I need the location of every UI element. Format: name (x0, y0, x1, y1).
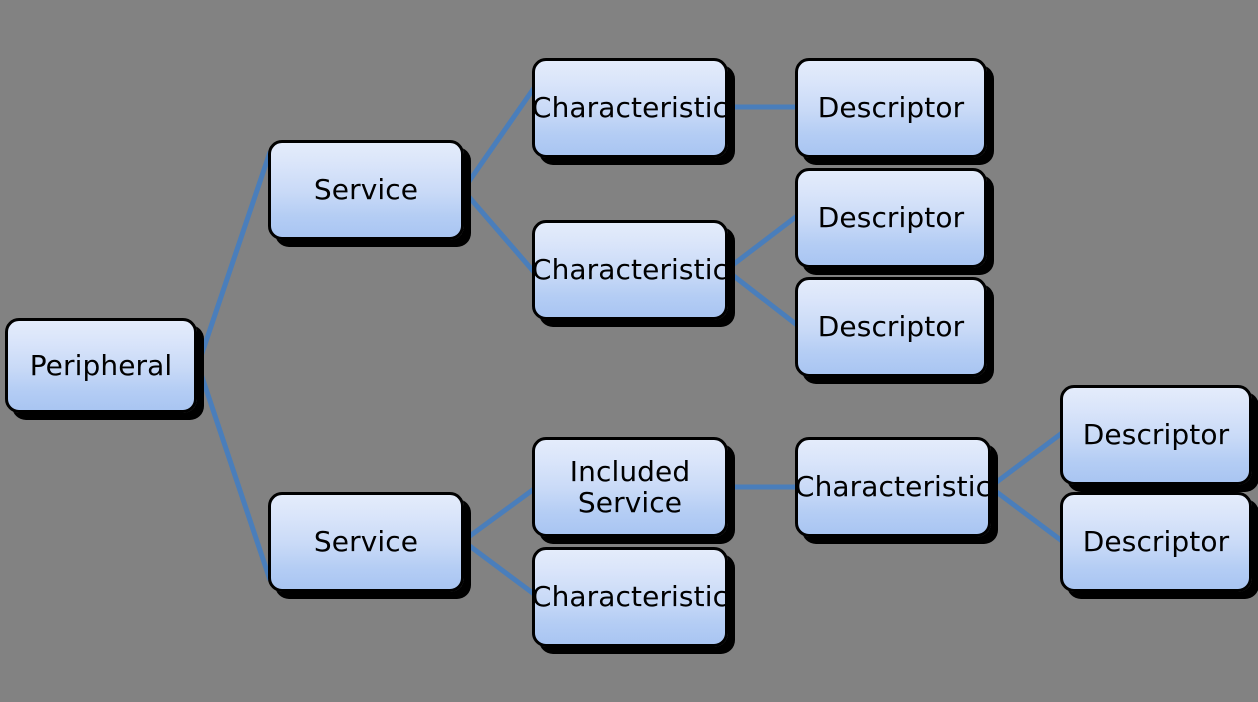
connector-service-bottom-to-included (461, 486, 536, 544)
node-label-descriptor-1: Descriptor (817, 91, 965, 125)
node-label-char-4: Characteristic (794, 470, 992, 504)
node-label-descriptor-5: Descriptor (1082, 525, 1230, 559)
node-label-descriptor-4: Descriptor (1082, 418, 1230, 452)
node-label-char-3: Characteristic (531, 580, 729, 614)
node-label-service-top: Service (313, 173, 419, 207)
connector-peripheral-to-service-top (195, 151, 273, 366)
node-char-3[interactable]: Characteristic (532, 547, 728, 647)
node-descriptor-2[interactable]: Descriptor (795, 168, 987, 268)
node-descriptor-5[interactable]: Descriptor (1060, 492, 1252, 592)
connector-peripheral-to-service-bottom (195, 364, 273, 581)
node-label-char-2: Characteristic (531, 253, 729, 287)
node-descriptor-3[interactable]: Descriptor (795, 277, 987, 377)
node-service-top[interactable]: Service (268, 140, 464, 240)
node-label-service-bottom: Service (313, 525, 419, 559)
node-label-descriptor-3: Descriptor (817, 310, 965, 344)
node-descriptor-4[interactable]: Descriptor (1060, 385, 1252, 485)
node-char-2[interactable]: Characteristic (532, 220, 728, 320)
node-char-4[interactable]: Characteristic (795, 437, 991, 537)
node-service-bottom[interactable]: Service (268, 492, 464, 592)
node-label-peripheral: Peripheral (29, 348, 173, 382)
node-label-char-1: Characteristic (531, 91, 729, 125)
node-peripheral[interactable]: Peripheral (5, 318, 197, 413)
node-label-included-service: Included Service (569, 454, 691, 519)
node-descriptor-1[interactable]: Descriptor (795, 58, 987, 158)
node-char-1[interactable]: Characteristic (532, 58, 728, 158)
node-included-service[interactable]: Included Service (532, 437, 728, 537)
node-label-descriptor-2: Descriptor (817, 201, 965, 235)
